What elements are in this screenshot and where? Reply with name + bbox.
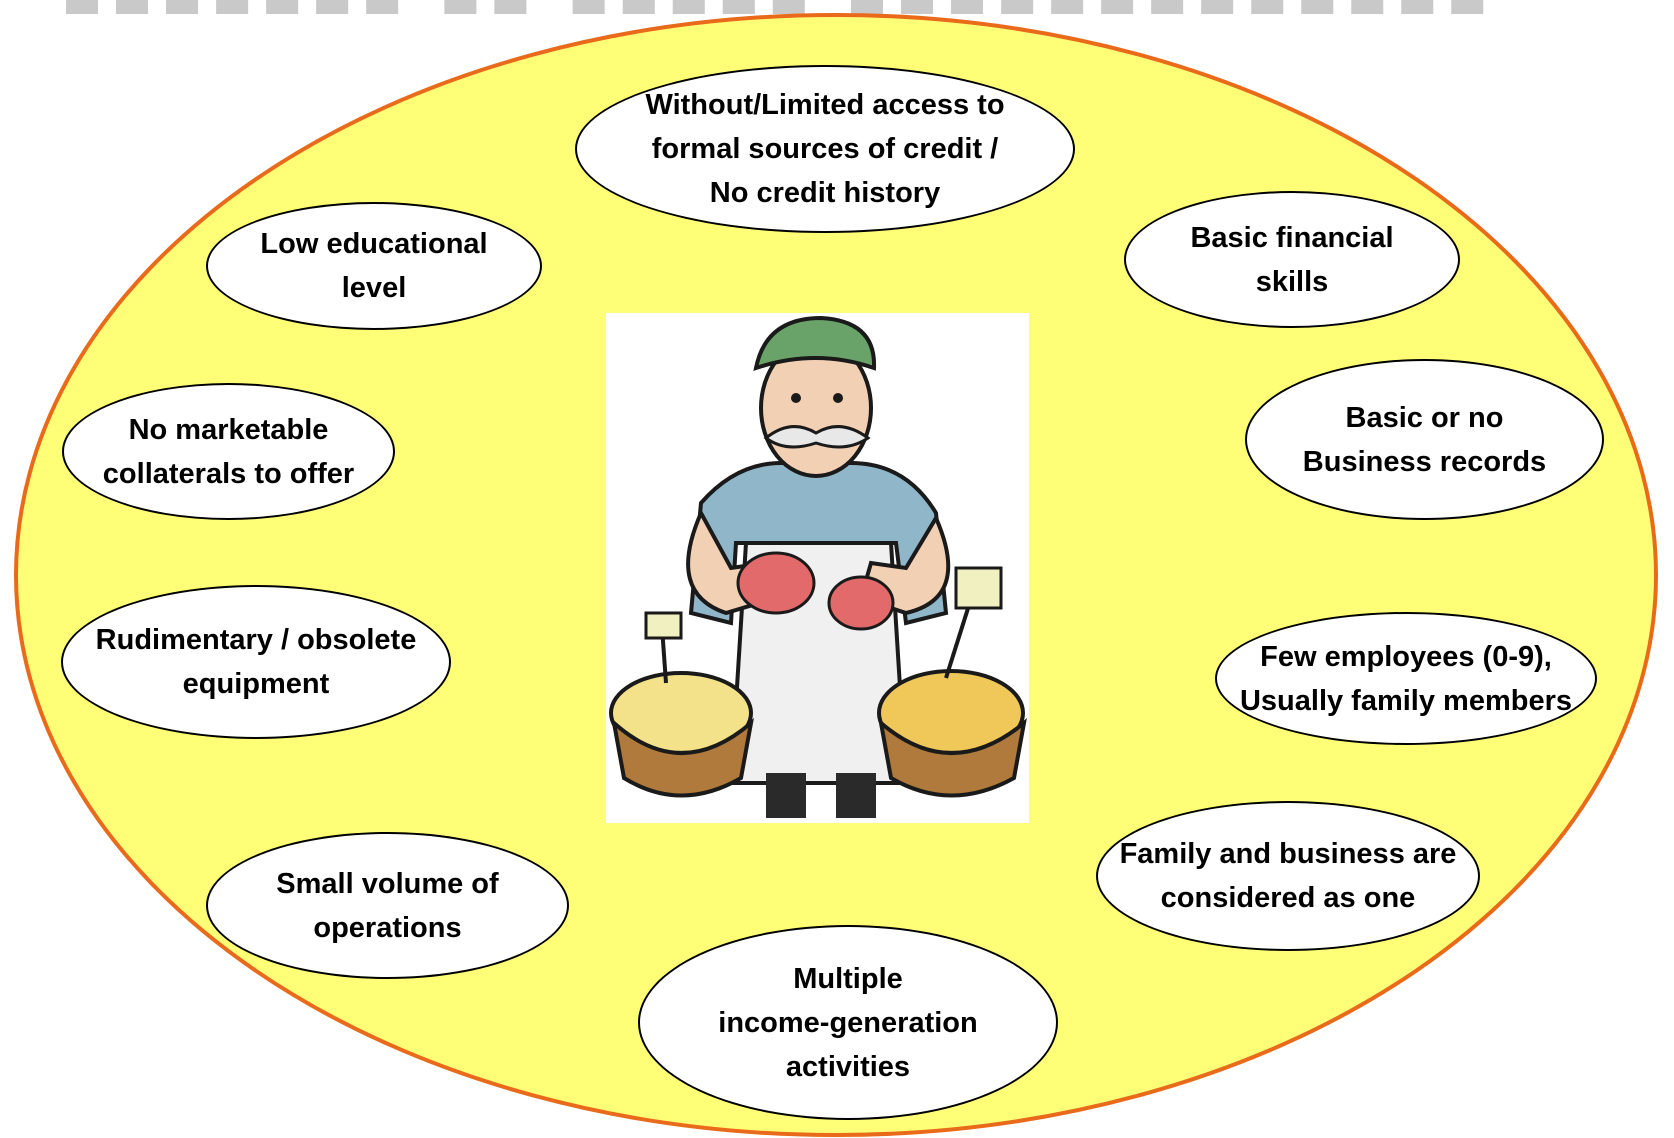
bubble-employees: Few employees (0-9), Usually family memb… [1215,612,1597,745]
bubble-income-activities: Multiple income-generation activities [638,925,1058,1120]
vendor-with-fruit-baskets-illustration [609,315,1027,818]
vendor-clipart [606,313,1029,823]
bubble-equipment: Rudimentary / obsolete equipment [61,585,451,739]
bubble-financial-skills: Basic financial skills [1124,191,1460,328]
bubble-volume: Small volume of operations [206,832,569,979]
bubble-family-business: Family and business are considered as on… [1096,801,1480,951]
bubble-collaterals: No marketable collaterals to offer [62,383,395,520]
bubble-credit-access: Without/Limited access to formal sources… [575,65,1075,233]
bubble-business-records: Basic or no Business records [1245,359,1604,520]
cropped-title: ▮▮▮▮▮▮▮ ▮▮ ▮▮▮▮▮ ▮▮▮▮▮▮▮▮▮▮▮▮▮ [60,0,1620,14]
bubble-low-education: Low educational level [206,202,542,330]
